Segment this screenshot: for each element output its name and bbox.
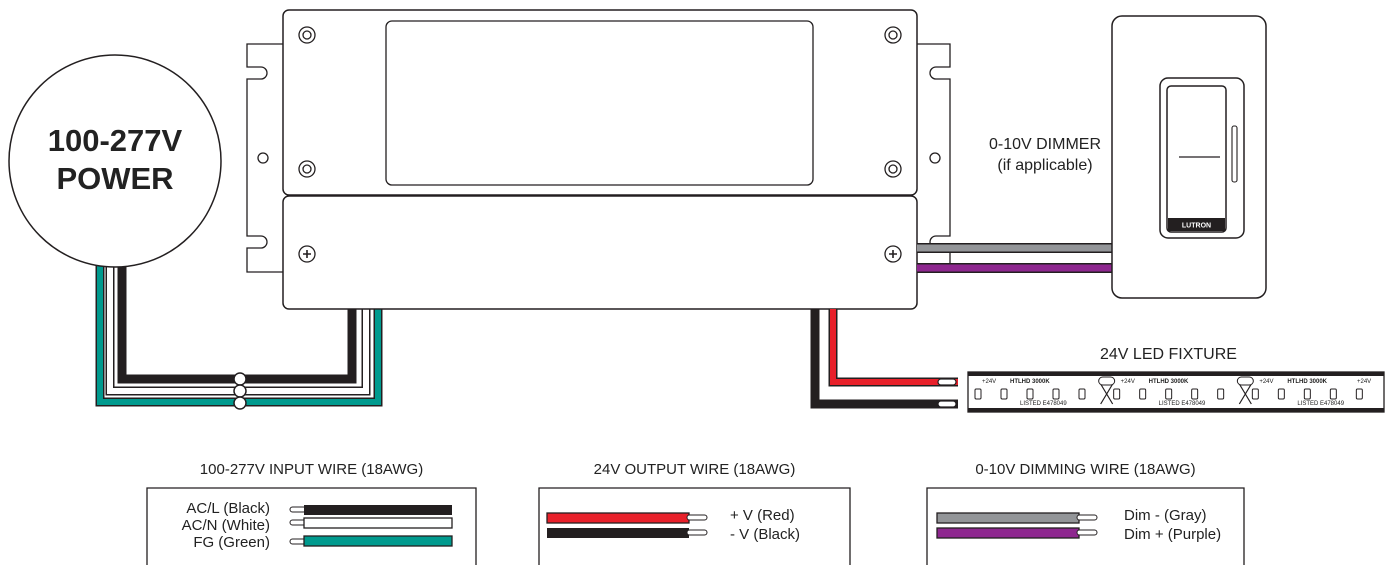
- led-chip-icon: [1113, 388, 1121, 400]
- dimming-wires: [917, 243, 1112, 273]
- strip-model-label: HTLHD 3000K: [1010, 379, 1050, 385]
- led-chip-icon: [1078, 388, 1086, 400]
- wire-label-acn: AC/N (White): [181, 517, 270, 534]
- led-chip-icon: [1217, 388, 1225, 400]
- legend-dimming-box: [926, 487, 1245, 565]
- cut-mark-icon: [1100, 383, 1114, 405]
- wire-label-pos: + V (Red): [730, 507, 795, 524]
- led-fixture-title: 24V LED FIXTURE: [1100, 346, 1237, 363]
- legend-dimming-title: 0-10V DIMMING WIRE (18AWG): [975, 461, 1196, 478]
- legend-output-box: [538, 487, 851, 565]
- led-chip-icon: [974, 388, 982, 400]
- led-chip-icon: [1139, 388, 1147, 400]
- wire-nut-icon: [233, 372, 247, 386]
- output-wires: [810, 309, 958, 409]
- power-line-2: POWER: [56, 161, 174, 196]
- wire-label-neg: - V (Black): [730, 526, 801, 543]
- wire-nut-icon: [233, 384, 247, 398]
- solder-pad-icon: [1098, 376, 1116, 386]
- strip-listing-label: LISTED E478049: [1020, 401, 1067, 407]
- strip-model-label: HTLHD 3000K: [1287, 379, 1327, 385]
- led-chip-icon: [1026, 388, 1034, 400]
- solder-pad-icon: [1236, 376, 1254, 386]
- led-chip-icon: [1052, 388, 1060, 400]
- strip-voltage-label: +24V: [982, 379, 996, 385]
- dimmer-brand: LUTRON: [1182, 223, 1211, 230]
- led-strip: +24V HTLHD 3000K LISTED E478049 +24V HTLHD 3…: [967, 371, 1385, 413]
- wire-label-fg: FG (Green): [193, 534, 270, 551]
- wire-nut-icon: [233, 396, 247, 410]
- strip-listing-label: LISTED E478049: [1159, 401, 1206, 407]
- strip-model-label: HTLHD 3000K: [1149, 379, 1189, 385]
- strip-voltage-label: +24V: [1259, 379, 1273, 385]
- dimmer-switch: LUTRON: [1111, 15, 1267, 299]
- led-driver: [246, 9, 951, 310]
- led-chip-icon: [1191, 388, 1199, 400]
- strip-voltage-label: +24V: [1121, 379, 1135, 385]
- dimmer-label: 0-10V DIMMER (if applicable): [950, 134, 1140, 176]
- legend-input-title: 100-277V INPUT WIRE (18AWG): [199, 461, 424, 478]
- wire-label-dim-neg: Dim - (Gray): [1124, 507, 1207, 524]
- led-chip-icon: [1277, 388, 1285, 400]
- led-chip-icon: [1251, 388, 1259, 400]
- power-source-circle: [8, 54, 222, 268]
- wire-label-acl: AC/L (Black): [186, 500, 270, 517]
- led-chip-icon: [1329, 388, 1337, 400]
- legend-output-title: 24V OUTPUT WIRE (18AWG): [593, 461, 796, 478]
- cut-mark-icon: [1238, 383, 1252, 405]
- power-label: 100-277V POWER: [14, 122, 216, 198]
- power-line-1: 100-277V: [47, 123, 183, 158]
- wire-label-dim-pos: Dim + (Purple): [1124, 526, 1222, 543]
- strip-end-voltage-label: +24V: [1357, 379, 1371, 385]
- dimmer-line-1: 0-10V DIMMER: [988, 136, 1102, 153]
- led-chip-icon: [1355, 388, 1363, 400]
- input-wires: [95, 240, 383, 410]
- strip-listing-label: LISTED E478049: [1297, 401, 1344, 407]
- led-chip-icon: [1165, 388, 1173, 400]
- legend-input-box: [146, 487, 477, 565]
- led-chip-icon: [1303, 388, 1311, 400]
- led-chip-icon: [1000, 388, 1008, 400]
- dimmer-line-2: (if applicable): [997, 157, 1093, 174]
